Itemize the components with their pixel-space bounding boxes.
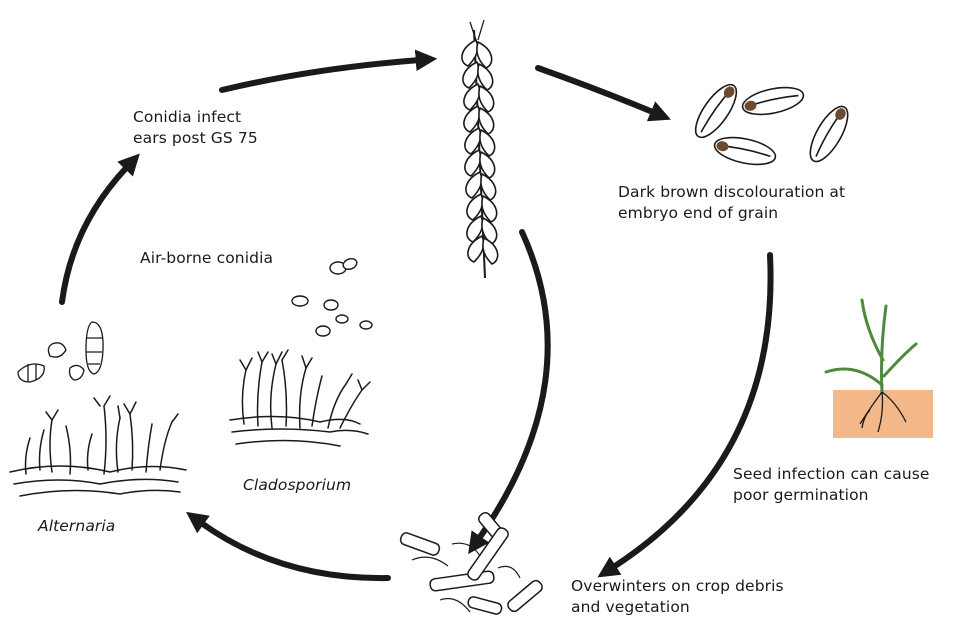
overwinters-label: Overwinters on crop debris and vegetatio… [571,576,784,618]
discolouration-line2: embryo end of grain [618,203,845,224]
arrow-to-ear [222,60,420,90]
discolouration-label: Dark brown discolouration at embryo end … [618,182,845,224]
cladosporium-label: Cladosporium [243,475,351,496]
wheat-ear-icon [462,20,498,278]
arrow-alternaria-to-conidia [62,166,128,302]
grains-icon [688,79,855,169]
alternaria-fungus-icon [10,396,186,496]
airborne-conidia-icon [292,257,372,336]
alternaria-label: Alternaria [38,516,115,537]
cladosporium-fungus-icon [230,350,370,446]
discolouration-line1: Dark brown discolouration at [618,182,845,203]
seedling-icon [826,300,933,438]
airborne-conidia-label: Air-borne conidia [140,248,273,269]
alternaria-conidia-icon [18,322,103,382]
seed-infection-line2: poor germination [733,485,930,506]
arrow-to-grains [538,68,655,113]
conidia-infect-line2: ears post GS 75 [133,128,258,149]
overwinters-line1: Overwinters on crop debris [571,576,784,597]
arrow-debris-to-alternaria [200,522,388,578]
arrow-ear-to-debris [478,232,548,540]
conidia-infect-line1: Conidia infect [133,107,258,128]
arrow-grain-to-debris [612,255,771,568]
seed-infection-label: Seed infection can cause poor germinatio… [733,464,930,506]
overwinters-line2: and vegetation [571,597,784,618]
seed-infection-line1: Seed infection can cause [733,464,930,485]
conidia-infect-label: Conidia infect ears post GS 75 [133,107,258,149]
crop-debris-icon [399,511,544,616]
